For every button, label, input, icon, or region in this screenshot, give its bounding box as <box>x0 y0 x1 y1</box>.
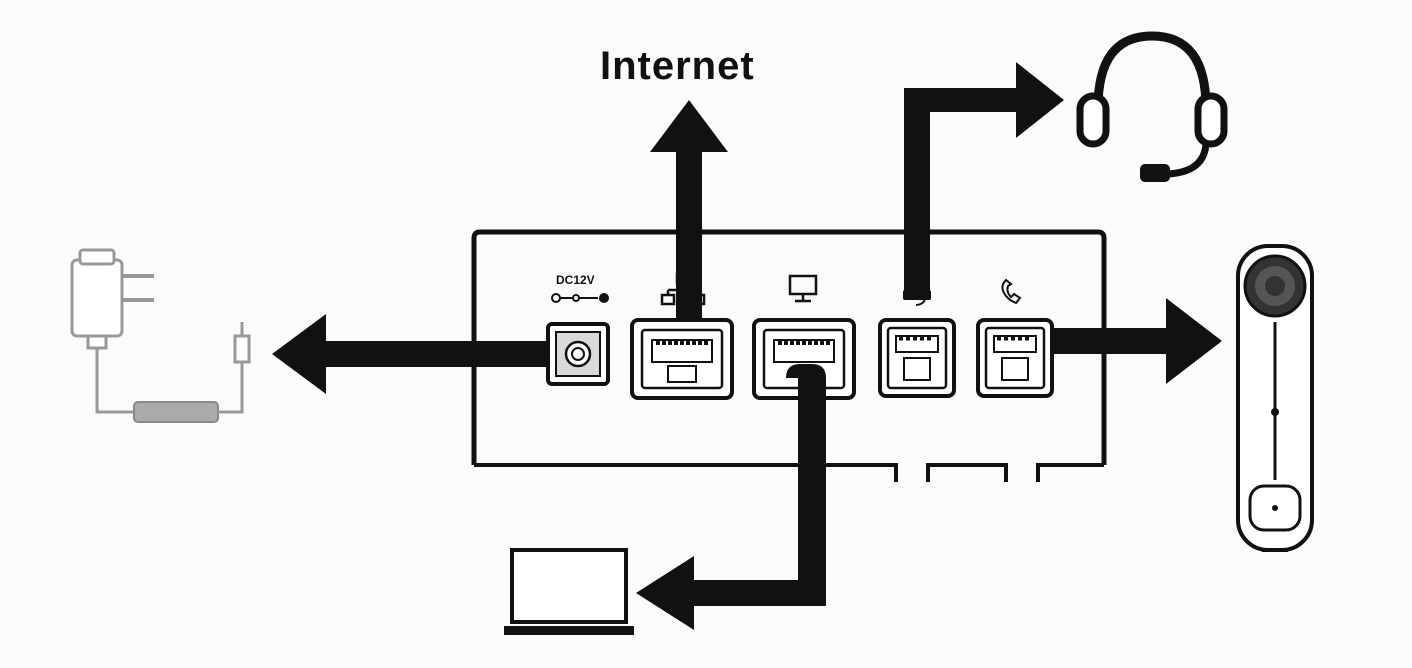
arrow-to-internet <box>650 100 728 318</box>
dc-power-port <box>546 322 610 386</box>
dc-port-label: DC12V <box>556 273 595 287</box>
internet-label: Internet <box>600 44 755 88</box>
handset-icon <box>1236 244 1314 552</box>
handset-port <box>976 318 1054 398</box>
internet-port <box>630 318 734 400</box>
arrow-to-laptop <box>636 364 826 630</box>
laptop-icon <box>504 548 634 635</box>
power-adapter-icon <box>70 248 251 423</box>
dc-power-symbol-icon <box>551 293 609 303</box>
arrow-to-headset <box>904 62 1064 300</box>
arrow-to-power-adapter <box>272 314 546 394</box>
arrow-to-handset <box>1054 298 1222 384</box>
handset-port-icon <box>1001 278 1022 305</box>
monitor-icon <box>788 274 818 303</box>
headset-port <box>878 318 956 398</box>
phone-base <box>471 229 1107 482</box>
headset-icon <box>1076 31 1228 182</box>
